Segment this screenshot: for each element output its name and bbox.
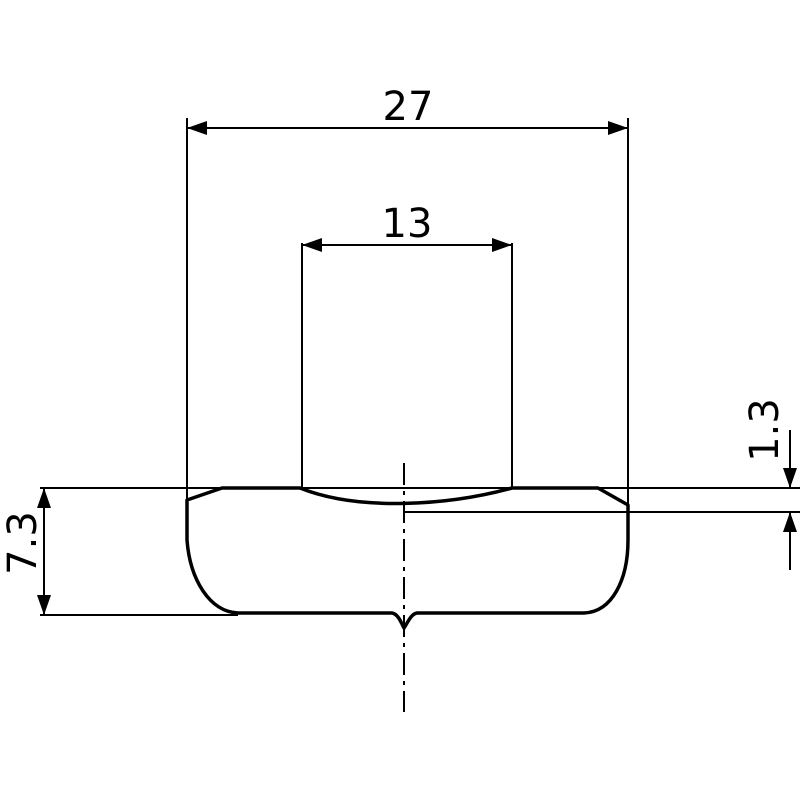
arrowhead (302, 238, 322, 252)
arrowhead (37, 595, 51, 615)
arrowhead (492, 238, 512, 252)
dimension-label-recess-depth: 1.3 (742, 398, 788, 462)
dimension-label-inner-width: 13 (382, 201, 433, 247)
arrowhead (783, 468, 797, 488)
arrowhead (783, 512, 797, 532)
dimension-label-total-height: 7.3 (0, 511, 46, 575)
arrowhead (608, 121, 628, 135)
dimension-label-outer-width: 27 (383, 84, 434, 130)
arrowhead (187, 121, 207, 135)
arrowhead (37, 488, 51, 508)
part-outline (185, 486, 630, 630)
